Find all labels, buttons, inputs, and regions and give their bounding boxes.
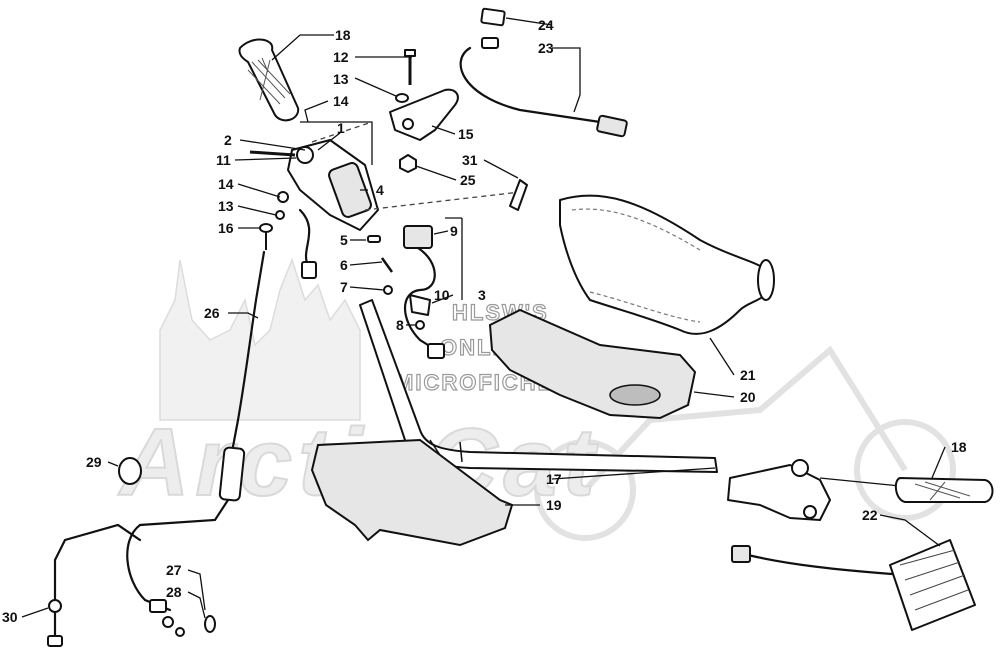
castle-silhouette bbox=[159, 257, 361, 421]
throttle-cable bbox=[47, 250, 266, 647]
handlebar-pad bbox=[559, 194, 775, 335]
callout-16-adjuster: 16 bbox=[218, 220, 234, 236]
cotter-pin bbox=[509, 179, 528, 211]
callout-25-nut: 25 bbox=[460, 172, 476, 188]
crossbar-cover bbox=[310, 438, 514, 547]
callout-20-backing: 20 bbox=[740, 389, 756, 405]
callout-10-harness: 10 bbox=[434, 287, 450, 303]
callout-11-bolt: 11 bbox=[216, 152, 231, 168]
handlebar-assembly bbox=[47, 7, 994, 647]
callout-24-connector: 24 bbox=[538, 17, 554, 33]
callout-22-heater: 22 bbox=[862, 507, 878, 523]
nut bbox=[399, 154, 417, 173]
right-grip bbox=[894, 477, 994, 503]
callout-13-washer: 13 bbox=[333, 71, 349, 87]
callout-14-washer-lower: 14 bbox=[218, 176, 234, 192]
callout-7-screw: 7 bbox=[340, 279, 348, 295]
callout-9-switch: 9 bbox=[450, 223, 458, 239]
callout-26-cable: 26 bbox=[204, 305, 220, 321]
callout-18-left-grip: 18 bbox=[335, 27, 351, 43]
callout-8-screw: 8 bbox=[396, 317, 404, 333]
right-control bbox=[727, 459, 901, 521]
callout-30-fitting: 30 bbox=[2, 609, 18, 625]
screw bbox=[395, 49, 416, 103]
callout-23-lead: 23 bbox=[538, 40, 554, 56]
callout-14-washer: 14 bbox=[333, 93, 349, 109]
callout-2-clamp: 2 bbox=[224, 132, 232, 148]
pad-backing bbox=[488, 308, 697, 420]
assembly-brackets bbox=[300, 121, 521, 300]
grip-heater-element bbox=[731, 539, 976, 631]
callout-19-cover: 19 bbox=[546, 497, 562, 513]
callout-21-pad: 21 bbox=[740, 367, 756, 383]
kill-switch bbox=[298, 208, 445, 359]
callout-17-handlebar: 17 bbox=[546, 471, 562, 487]
throttle-lever bbox=[389, 88, 459, 141]
callout-6-spring: 6 bbox=[340, 257, 348, 273]
leader-lines bbox=[21, 17, 946, 619]
callout-13-washer-lower: 13 bbox=[218, 198, 234, 214]
callout-28-nut: 28 bbox=[166, 584, 182, 600]
callout-5-clip: 5 bbox=[340, 232, 348, 248]
callout-15-lever: 15 bbox=[458, 126, 474, 142]
callout-3-assembly: 3 bbox=[478, 287, 486, 303]
retaining-ring bbox=[118, 457, 142, 485]
callout-4-switch-body: 4 bbox=[376, 182, 384, 198]
callout-labels: 18 12 13 14 2 11 1 15 24 23 31 25 4 14 1… bbox=[2, 17, 967, 625]
throttle-housing bbox=[249, 139, 379, 231]
small-washer bbox=[204, 615, 216, 633]
callout-27-washer: 27 bbox=[166, 562, 182, 578]
callout-18-right-grip: 18 bbox=[951, 439, 967, 455]
callout-1-housing: 1 bbox=[337, 120, 345, 136]
small-hardware bbox=[367, 235, 431, 330]
cable-adjuster bbox=[259, 223, 273, 250]
callout-31-pin: 31 bbox=[462, 152, 478, 168]
callout-12-screw: 12 bbox=[333, 49, 349, 65]
callout-29-ring: 29 bbox=[86, 454, 102, 470]
heater-lead bbox=[459, 7, 628, 138]
motorbike-silhouette bbox=[534, 345, 956, 541]
left-grip bbox=[238, 38, 300, 122]
